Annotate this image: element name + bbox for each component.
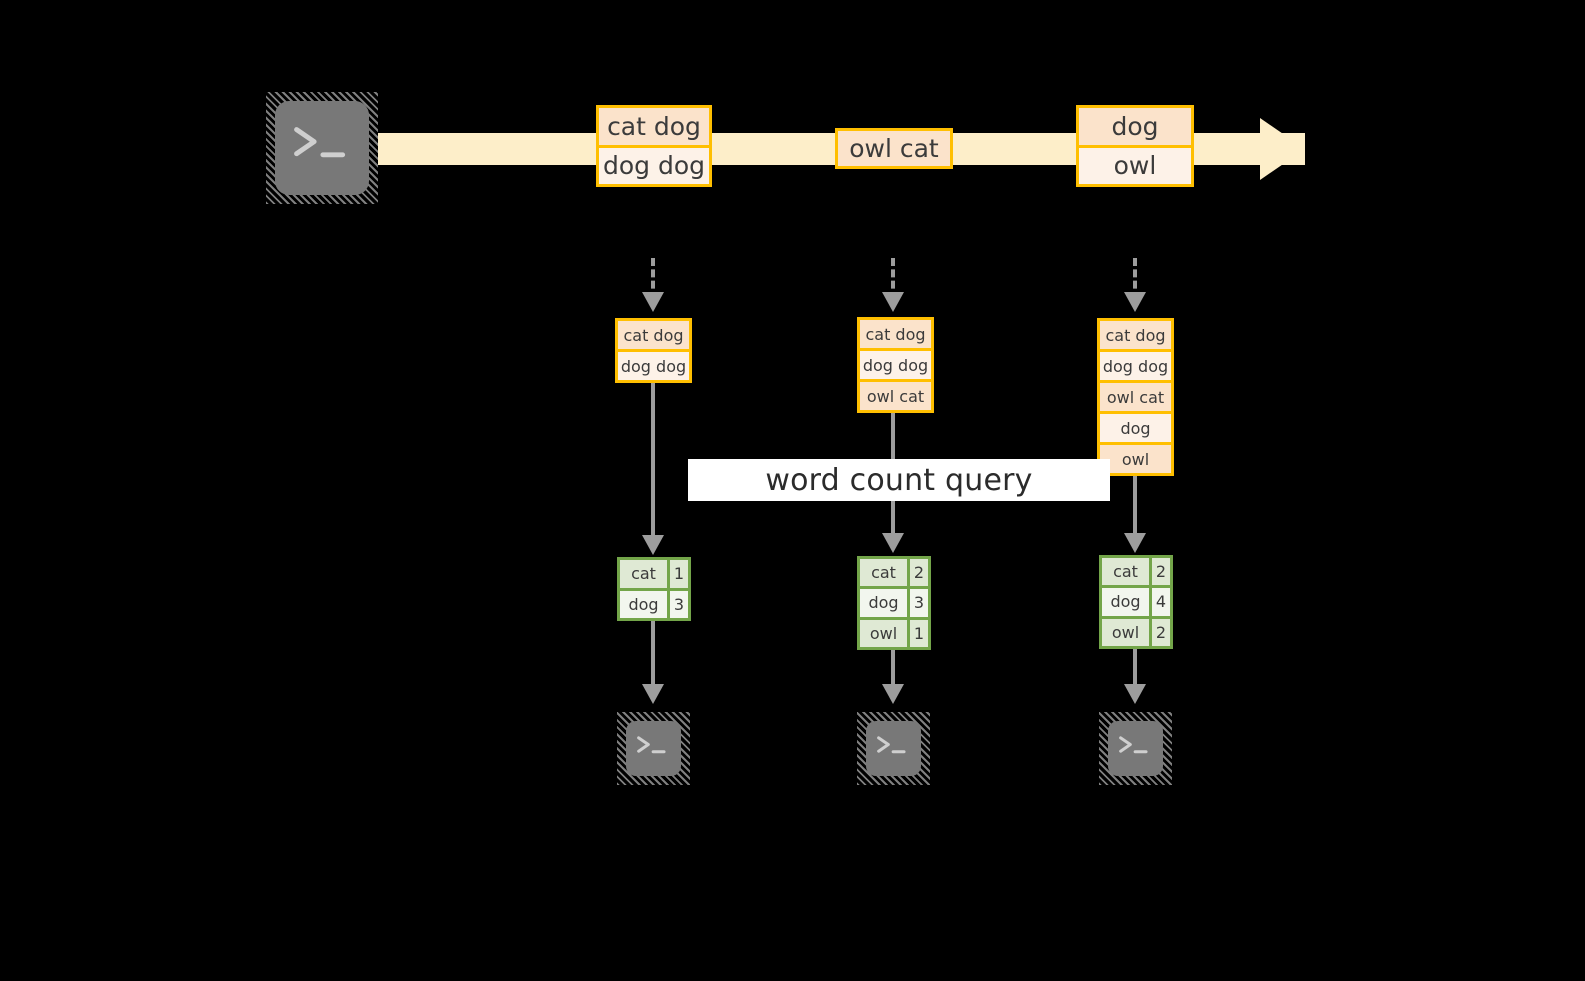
snapshot-1-query-line bbox=[651, 383, 655, 545]
stream-record-line: owl bbox=[1079, 144, 1191, 184]
sink-terminal-3[interactable] bbox=[1099, 712, 1172, 785]
count-row: cat 2 bbox=[1102, 558, 1170, 586]
count-word: cat bbox=[1102, 558, 1149, 586]
sink-terminal-2-body bbox=[866, 721, 921, 776]
snapshot-2-trigger-arrowhead bbox=[882, 292, 904, 312]
snapshot-1-query-arrowhead bbox=[642, 535, 664, 555]
snapshot-record-line: cat dog bbox=[1100, 321, 1171, 349]
count-row: owl 1 bbox=[860, 616, 928, 647]
count-word: cat bbox=[620, 560, 667, 588]
count-word: dog bbox=[620, 590, 667, 618]
count-row: owl 2 bbox=[1102, 615, 1170, 646]
snapshot-3-records[interactable]: cat dog dog dog owl cat dog owl bbox=[1097, 318, 1174, 476]
count-word: dog bbox=[1102, 588, 1149, 616]
count-value: 1 bbox=[667, 560, 688, 588]
stream-record-group-3[interactable]: dog owl bbox=[1076, 105, 1194, 187]
prompt-caret-underscore-icon bbox=[636, 736, 666, 754]
count-row: dog 4 bbox=[1102, 585, 1170, 616]
snapshot-3-sink-arrowhead bbox=[1124, 684, 1146, 704]
snapshot-1-sink-line bbox=[651, 621, 655, 694]
count-value: 3 bbox=[907, 589, 928, 617]
snapshot-record-line: cat dog bbox=[618, 321, 689, 349]
sink-terminal-3-body bbox=[1108, 721, 1163, 776]
count-value: 1 bbox=[907, 619, 928, 647]
snapshot-record-line: owl bbox=[1100, 442, 1171, 473]
count-row: cat 1 bbox=[620, 560, 688, 588]
snapshot-3-trigger-line bbox=[1133, 258, 1137, 300]
snapshot-1-sink-arrowhead bbox=[642, 684, 664, 704]
snapshot-record-line: dog bbox=[1100, 411, 1171, 442]
snapshot-record-line: cat dog bbox=[860, 320, 931, 348]
count-word: cat bbox=[860, 559, 907, 587]
count-row: dog 3 bbox=[620, 587, 688, 618]
prompt-caret-underscore-icon bbox=[1118, 736, 1148, 754]
stream-record-group-2[interactable]: owl cat bbox=[835, 128, 953, 169]
stream-record-group-1[interactable]: cat dog dog dog bbox=[596, 105, 712, 187]
snapshot-2-query-arrowhead bbox=[882, 533, 904, 553]
snapshot-record-line: dog dog bbox=[1100, 349, 1171, 380]
count-row: dog 3 bbox=[860, 586, 928, 617]
count-word: owl bbox=[1102, 618, 1149, 646]
snapshot-1-records[interactable]: cat dog dog dog bbox=[615, 318, 692, 383]
stream-record-line: dog bbox=[1079, 108, 1191, 145]
sink-terminal-1-body bbox=[626, 721, 681, 776]
snapshot-3-counts[interactable]: cat 2 dog 4 owl 2 bbox=[1099, 555, 1173, 649]
source-terminal[interactable] bbox=[266, 92, 378, 204]
count-value: 2 bbox=[907, 559, 928, 587]
snapshot-record-line: owl cat bbox=[860, 379, 931, 410]
prompt-caret-underscore-icon bbox=[876, 736, 906, 754]
snapshot-record-line: owl cat bbox=[1100, 380, 1171, 411]
snapshot-2-sink-line bbox=[891, 650, 895, 694]
stream-record-line: cat dog bbox=[599, 108, 709, 145]
snapshot-1-trigger-line bbox=[651, 258, 655, 300]
snapshot-2-counts[interactable]: cat 2 dog 3 owl 1 bbox=[857, 556, 931, 650]
query-label-band: word count query bbox=[688, 459, 1110, 501]
snapshot-1-counts[interactable]: cat 1 dog 3 bbox=[617, 557, 691, 621]
stream-arrow-head bbox=[1260, 118, 1305, 180]
query-label-text: word count query bbox=[765, 462, 1033, 498]
snapshot-record-line: dog dog bbox=[618, 349, 689, 380]
snapshot-3-trigger-arrowhead bbox=[1124, 292, 1146, 312]
count-value: 2 bbox=[1149, 618, 1170, 646]
count-value: 4 bbox=[1149, 588, 1170, 616]
stream-record-line: owl cat bbox=[838, 131, 950, 166]
count-word: dog bbox=[860, 589, 907, 617]
count-value: 2 bbox=[1149, 558, 1170, 586]
snapshot-3-query-line bbox=[1133, 476, 1137, 543]
source-terminal-body bbox=[275, 101, 369, 195]
snapshot-3-query-arrowhead bbox=[1124, 533, 1146, 553]
snapshot-2-sink-arrowhead bbox=[882, 684, 904, 704]
snapshot-2-trigger-line bbox=[891, 258, 895, 300]
count-word: owl bbox=[860, 619, 907, 647]
snapshot-3-sink-line bbox=[1133, 649, 1137, 694]
snapshot-record-line: dog dog bbox=[860, 348, 931, 379]
sink-terminal-1[interactable] bbox=[617, 712, 690, 785]
count-value: 3 bbox=[667, 590, 688, 618]
stream-record-line: dog dog bbox=[599, 144, 709, 184]
snapshot-2-records[interactable]: cat dog dog dog owl cat bbox=[857, 317, 934, 413]
count-row: cat 2 bbox=[860, 559, 928, 587]
prompt-caret-underscore-icon bbox=[294, 127, 346, 158]
sink-terminal-2[interactable] bbox=[857, 712, 930, 785]
snapshot-1-trigger-arrowhead bbox=[642, 292, 664, 312]
